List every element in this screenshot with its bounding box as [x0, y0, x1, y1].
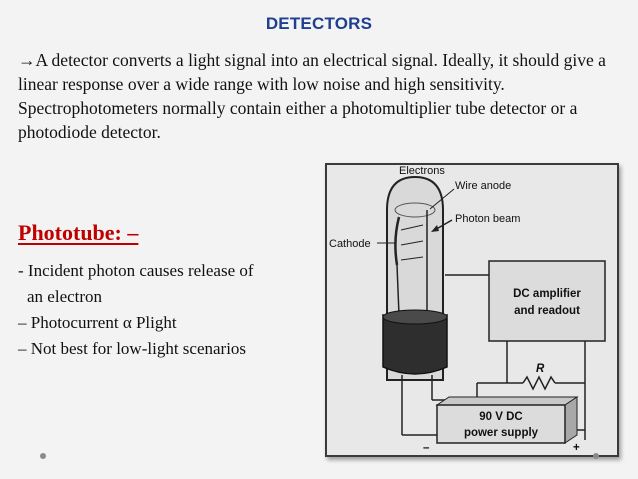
label-minus-terminal: – [423, 442, 430, 454]
section-heading: Phototube: – [18, 220, 139, 245]
label-resistor: R [536, 363, 545, 375]
decorative-dot-left [40, 453, 46, 459]
photon-beam-arrowhead [431, 225, 439, 232]
electron-arrow [400, 240, 424, 246]
label-amp-line1: DC amplifier [513, 288, 581, 300]
phototube-circuit-svg: Electrons Wire anode [329, 165, 606, 454]
power-supply-box [436, 404, 566, 444]
bullet-item: an electron [27, 287, 103, 306]
electron-arrow [400, 224, 424, 231]
power-supply-top [435, 396, 579, 406]
tube-base-top [382, 309, 448, 325]
label-supply-line2: power supply [464, 427, 539, 439]
slide-title: DETECTORS [265, 14, 373, 33]
tube-inner-rim [394, 202, 436, 218]
label-electrons: Electrons [399, 165, 445, 177]
bullet-item: – Photocurrent α Plight [18, 313, 177, 332]
label-cathode: Cathode [329, 238, 371, 250]
bullet-item: - Incident photon causes release of [18, 261, 254, 280]
cathode-stem [396, 264, 400, 316]
label-wire-anode: Wire anode [455, 180, 511, 192]
cathode-plate [394, 216, 401, 266]
intro-paragraph: →A detector converts a light signal into… [18, 50, 606, 142]
label-supply-line1: 90 V DC [479, 411, 522, 423]
resistor [522, 375, 556, 391]
phototube-diagram: Electrons Wire anode [325, 163, 619, 457]
power-supply-side [564, 396, 578, 444]
label-plus-terminal: + [573, 442, 580, 454]
bullet-list: - Incident photon causes release of an e… [18, 258, 318, 362]
bullet-item: – Not best for low-light scenarios [18, 339, 247, 358]
label-photon-beam: Photon beam [455, 213, 520, 225]
anode-pointer [429, 188, 455, 210]
label-amp-line2: and readout [514, 305, 580, 317]
dc-amplifier-box [488, 260, 606, 342]
electron-arrow [400, 256, 424, 261]
decorative-dot-right [593, 453, 599, 459]
